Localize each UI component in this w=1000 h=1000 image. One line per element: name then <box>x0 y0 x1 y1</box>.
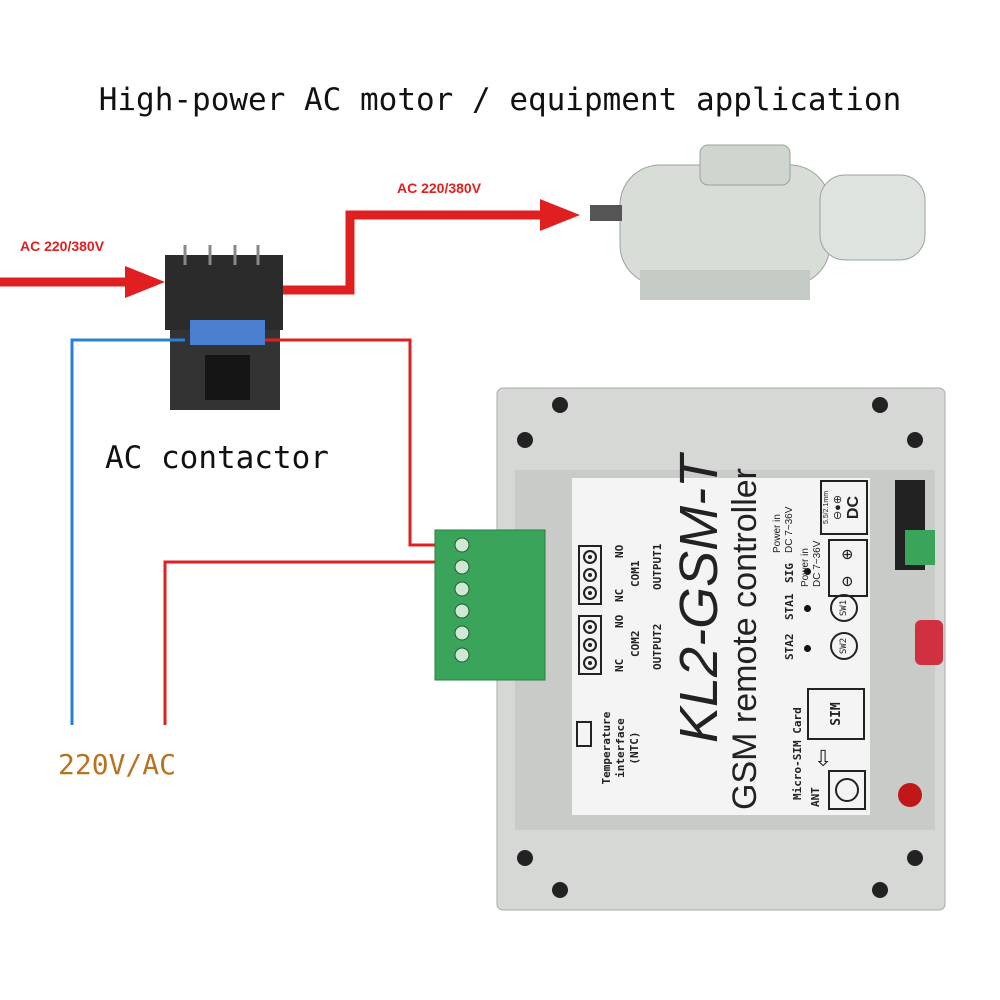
sw2-button[interactable]: SW2 <box>830 632 858 660</box>
ac-motor-image <box>590 144 926 300</box>
temp-connector-icon <box>576 721 592 747</box>
output2-label: OUTPUT2 <box>651 623 664 670</box>
arrow-out <box>540 199 580 231</box>
insert-arrow-icon: ⇦ <box>810 748 835 767</box>
nc1-label: NC <box>613 588 626 602</box>
arrow-in <box>125 266 165 298</box>
com1-label: COM1 <box>629 560 642 588</box>
output-voltage-label: AC 220/380V <box>397 180 482 196</box>
neutral-wire <box>70 338 185 725</box>
ac-contactor-image <box>165 245 283 410</box>
sta2-label: STA2 <box>783 633 796 661</box>
antenna-connector-icon <box>828 770 866 810</box>
supply-label: 220V/AC <box>58 748 177 781</box>
page-title: High-power AC motor / equipment applicat… <box>98 82 902 118</box>
sta1-led-icon <box>804 605 811 612</box>
sta2-led-icon <box>804 645 811 652</box>
nc2-label: NC <box>613 658 626 672</box>
dc-jack-icon: 5.5/2.1mm⊖●⊕DC <box>820 480 868 535</box>
output1-label: OUTPUT1 <box>651 543 664 590</box>
contactor-label: AC contactor <box>105 440 329 476</box>
sim-slot: SIM <box>807 688 865 740</box>
micro-sim-label: Micro-SIM Card <box>791 707 804 800</box>
com2-label: COM2 <box>629 630 642 658</box>
power-terminal-icon: ⊖⊕ <box>828 539 868 597</box>
sta1-label: STA1 <box>783 593 796 621</box>
model-name: KL2-GSM-T <box>669 454 729 743</box>
input-voltage-label: AC 220/380V <box>20 238 105 254</box>
subtitle: GSM remote controller <box>726 468 764 810</box>
sig-label: SIG <box>783 563 796 583</box>
supply-wire <box>163 560 450 725</box>
no1-label: NO <box>613 544 626 558</box>
no2-label: NO <box>613 614 626 628</box>
terminal-block <box>434 529 546 681</box>
ant-label: ANT <box>809 787 822 807</box>
sw1-button[interactable]: SW1 <box>830 594 858 622</box>
coil-wire <box>265 338 450 547</box>
output1-terminal-icon <box>578 545 602 605</box>
output2-terminal-icon <box>578 615 602 675</box>
controller-label-panel: GSM remote controller KL2-GSM-T Temperat… <box>572 455 870 815</box>
